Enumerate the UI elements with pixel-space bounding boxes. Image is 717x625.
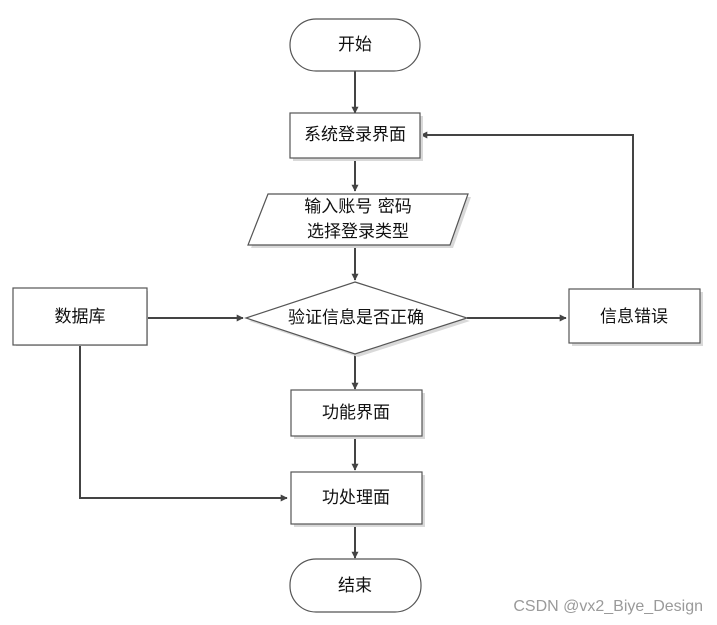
node-error-label: 信息错误 bbox=[600, 307, 668, 327]
node-function-screen-label: 功能界面 bbox=[322, 403, 390, 423]
node-input-label-line2: 选择登录类型 bbox=[307, 222, 409, 242]
node-login-screen-label: 系统登录界面 bbox=[304, 125, 406, 145]
node-verify-label: 验证信息是否正确 bbox=[288, 308, 424, 328]
watermark-text: CSDN @vx2_Biye_Design bbox=[513, 598, 703, 615]
node-processing-screen: 功处理面 bbox=[290, 471, 425, 527]
node-login-screen: 系统登录界面 bbox=[289, 112, 423, 161]
edge-error-to-login bbox=[420, 131, 634, 288]
node-end-label: 结束 bbox=[338, 576, 372, 596]
node-end: 结束 bbox=[289, 558, 422, 613]
node-start-label: 开始 bbox=[338, 35, 372, 55]
node-error: 信息错误 bbox=[568, 288, 703, 346]
edge-database-to-processing bbox=[79, 345, 288, 502]
node-function-screen: 功能界面 bbox=[290, 389, 425, 439]
node-verify: 验证信息是否正确 bbox=[244, 281, 470, 357]
node-processing-screen-label: 功处理面 bbox=[322, 488, 390, 508]
node-input: 输入账号 密码 选择登录类型 bbox=[247, 193, 471, 248]
node-database: 数据库 bbox=[12, 287, 148, 346]
node-database-label: 数据库 bbox=[55, 307, 106, 327]
node-input-label-line1: 输入账号 密码 bbox=[304, 197, 411, 217]
edges bbox=[79, 71, 634, 559]
node-start: 开始 bbox=[289, 18, 421, 72]
